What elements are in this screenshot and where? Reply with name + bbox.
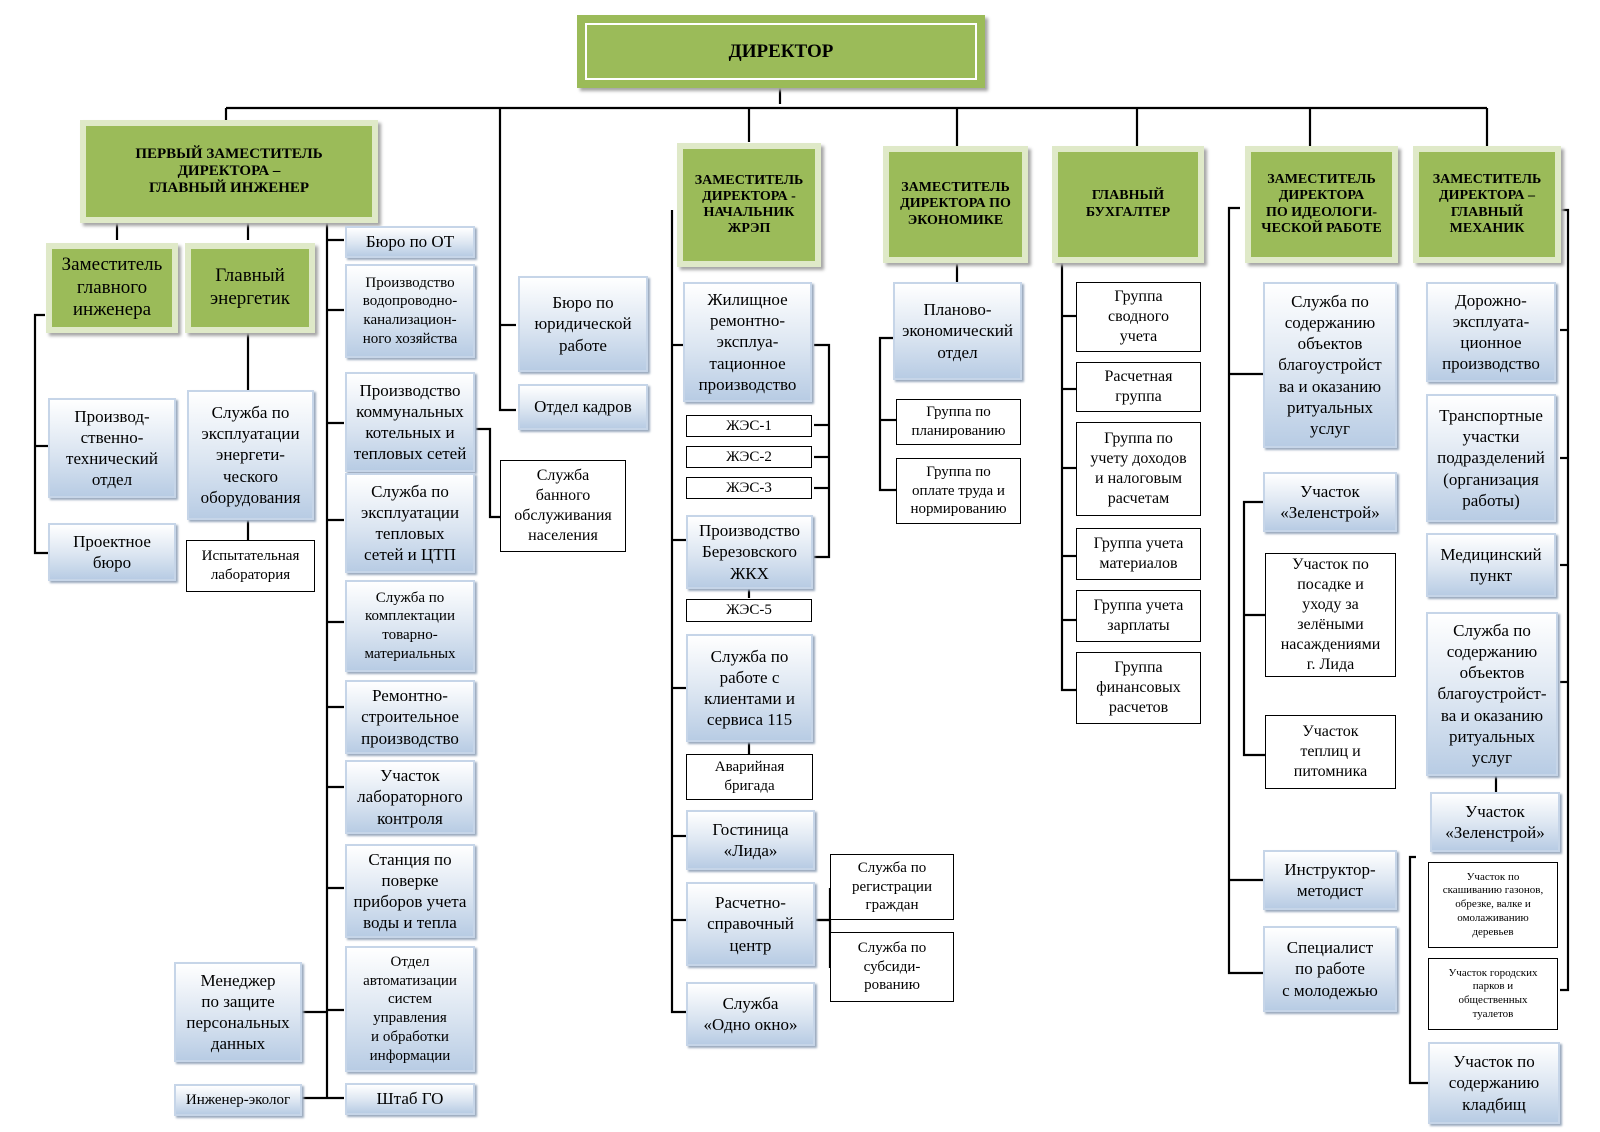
personal-data-manager: Менеджер по защите персональных данных [174, 962, 302, 1062]
deputy-head-zhrep: ЗАМЕСТИТЕЛЬ ДИРЕКТОРА - НАЧАЛЬНИК ЖРЭП [677, 143, 821, 267]
subsidy-service: Служба по субсиди- рованию [830, 932, 954, 1002]
deputy-chief-engineer: Заместитель главного инженера [46, 243, 178, 333]
zhes-2: ЖЭС-2 [686, 446, 812, 468]
housing-repair-production: Жилищное ремонтно- эксплуа- тационное пр… [683, 282, 812, 402]
zelenstroy-section: Участок «Зеленстрой» [1263, 472, 1397, 532]
berezovka-housing-production: Производство Березовского ЖКХ [686, 515, 813, 589]
production-technical-dept: Производ- ственно- технический отдел [48, 398, 176, 498]
cemetery-maintenance-section: Участок по содержанию кладбищ [1428, 1042, 1560, 1124]
registration-service: Служба по регистрации граждан [830, 854, 954, 920]
transport-sections: Транспортные участки подразделений (орга… [1426, 394, 1556, 522]
billing-reference-center: Расчетно- справочный центр [686, 882, 815, 966]
labor-pay-group: Группа по оплате труда и нормированию [896, 458, 1021, 524]
meter-verification-station: Станция по поверке приборов учета воды и… [345, 844, 475, 938]
deputy-chief-mechanic: ЗАМЕСТИТЕЛЬ ДИРЕКТОРА – ГЛАВНЫЙ МЕХАНИК [1413, 146, 1561, 263]
medical-point: Медицинский пункт [1426, 533, 1556, 597]
lab-control-section: Участок лабораторного контроля [345, 760, 475, 834]
energy-equipment-service: Служба по эксплуатации энергети- ческого… [187, 390, 314, 520]
financial-settlements-group: Группа финансовых расчетов [1076, 652, 1201, 724]
hotel-lida: Гостиница «Лида» [686, 810, 815, 870]
bath-service: Служба банного обслуживания населения [500, 460, 626, 552]
repair-construction-production: Ремонтно- строительное производство [345, 680, 475, 754]
planning-economic-dept: Планово- экономический отдел [893, 282, 1022, 380]
mechanic-zelenstroy-section: Участок «Зеленстрой» [1430, 792, 1560, 852]
road-maintenance-production: Дорожно- эксплуата- ционное производство [1426, 282, 1556, 382]
city-parks-section: Участок городских парков и общественных … [1428, 958, 1558, 1030]
consolidated-accounting-group: Группа сводного учета [1076, 282, 1201, 352]
zhes-5: ЖЭС-5 [686, 599, 812, 622]
deputy-ideology: ЗАМЕСТИТЕЛЬ ДИРЕКТОРА ПО ИДЕОЛОГИ- ЧЕСКО… [1245, 146, 1398, 263]
eco-engineer: Инженер-эколог [174, 1084, 302, 1116]
hr-department: Отдел кадров [518, 384, 648, 430]
youth-specialist: Специалист по работе с молодежью [1263, 926, 1397, 1012]
deputy-economy: ЗАМЕСТИТЕЛЬ ДИРЕКТОРА ПО ЭКОНОМИКЕ [883, 146, 1028, 263]
one-window-service: Служба «Одно окно» [686, 982, 815, 1046]
testing-laboratory: Испытательная лаборатория [186, 540, 315, 592]
supply-service: Служба по комплектации товарно- материал… [345, 580, 475, 672]
director-label: ДИРЕКТОР [585, 23, 977, 80]
heat-network-service: Служба по эксплуатации тепловых сетей и … [345, 473, 475, 573]
client-service-115: Служба по работе с клиентами и сервиса 1… [686, 634, 813, 742]
income-tax-group: Группа по учету доходов и налоговым расч… [1076, 422, 1201, 516]
mechanic-landscaping-service: Служба по содержанию объектов благоустро… [1426, 612, 1558, 776]
greenhouse-nursery-section: Участок теплиц и питомника [1265, 715, 1396, 789]
landscaping-ritual-service: Служба по содержанию объектов благоустро… [1263, 282, 1397, 448]
settlement-group: Расчетная группа [1076, 362, 1201, 412]
labor-safety-bureau: Бюро по ОТ [345, 226, 475, 258]
chief-accountant: ГЛАВНЫЙ БУХГАЛТЕР [1052, 146, 1204, 263]
emergency-team: Аварийная бригада [686, 754, 813, 800]
planning-group: Группа по планированию [896, 399, 1021, 445]
lawn-tree-section: Участок по скашиванию газонов, обрезке, … [1428, 862, 1558, 948]
materials-group: Группа учета материалов [1076, 528, 1201, 580]
automation-dept: Отдел автоматизации систем управления и … [345, 946, 475, 1072]
municipal-boilers-production: Производство коммунальных котельных и те… [345, 372, 475, 472]
water-sewage-production: Производство водопроводно- канализацион-… [345, 264, 475, 358]
planting-care-section: Участок по посадке и уходу за зелёными н… [1265, 553, 1396, 677]
zhes-3: ЖЭС-3 [686, 477, 812, 499]
chief-power-engineer: Главный энергетик [185, 243, 315, 333]
first-deputy-chief-engineer: ПЕРВЫЙ ЗАМЕСТИТЕЛЬ ДИРЕКТОРА – ГЛАВНЫЙ И… [80, 120, 378, 223]
design-bureau: Проектное бюро [48, 523, 176, 581]
instructor-methodist: Инструктор- методист [1263, 850, 1397, 910]
director-box: ДИРЕКТОР [577, 15, 985, 88]
zhes-1: ЖЭС-1 [686, 415, 812, 437]
civil-defense-hq: Штаб ГО [345, 1083, 475, 1115]
payroll-group: Группа учета зарплаты [1076, 590, 1201, 642]
legal-bureau: Бюро по юридической работе [518, 276, 648, 372]
